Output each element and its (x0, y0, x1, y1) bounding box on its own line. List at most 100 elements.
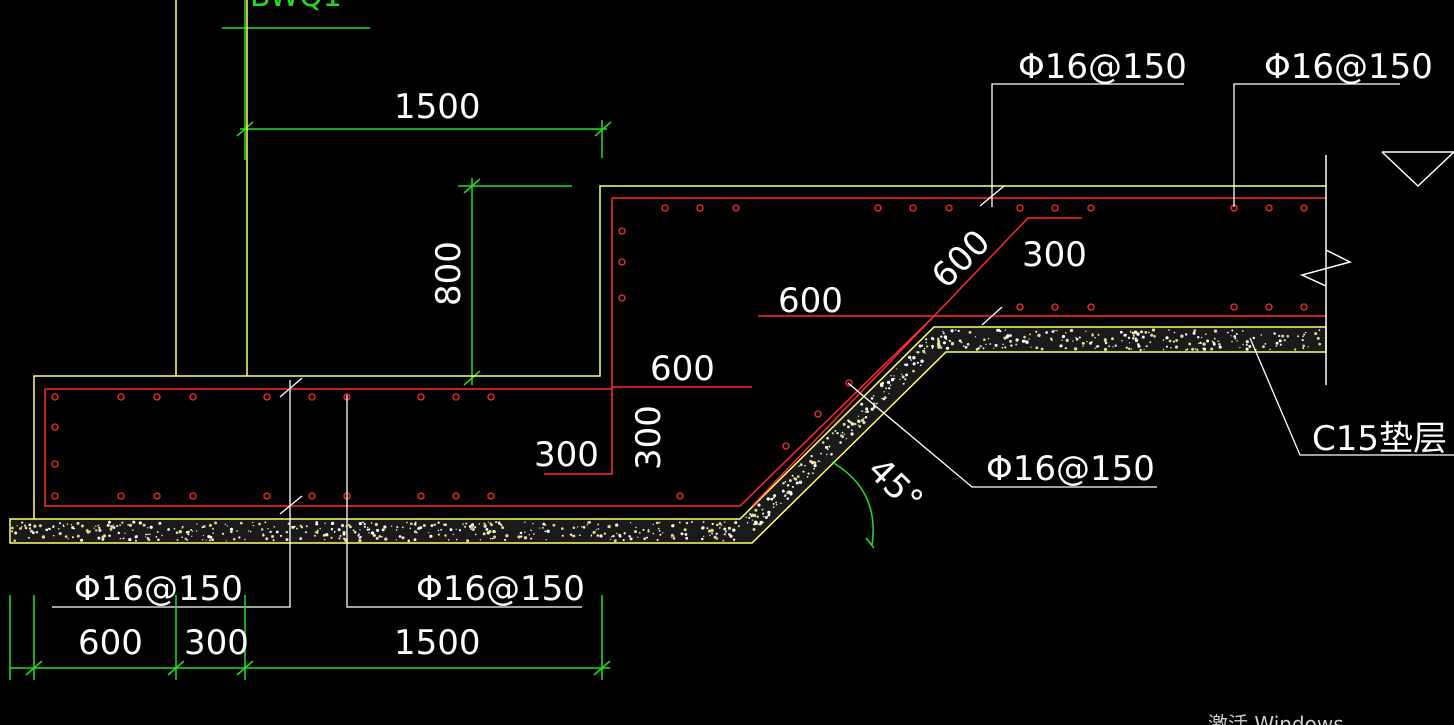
cushion-speck (359, 529, 361, 531)
cushion-speck (571, 534, 574, 537)
cushion-speck (974, 336, 977, 338)
cushion-speck (865, 407, 869, 411)
cushion-speck (919, 364, 922, 367)
cushion-speck (826, 448, 829, 451)
cushion-speck (950, 342, 955, 346)
cushion-speck (35, 530, 39, 534)
cushion-speck (1264, 343, 1267, 345)
cushion-speck (875, 402, 878, 405)
cushion-speck (458, 529, 462, 532)
cushion-speck (678, 521, 681, 524)
cushion-speck (945, 346, 950, 350)
cushion-speck (1196, 348, 1199, 351)
cushion-speck (754, 508, 758, 512)
cushion-speck (762, 521, 765, 523)
cushion-speck (379, 535, 382, 538)
cushion-speck (25, 527, 28, 530)
cushion-speck (348, 525, 352, 529)
cushion-speck (1025, 340, 1029, 344)
cushion-speck (98, 526, 101, 529)
cushion-speck (1252, 336, 1256, 340)
cushion-speck (229, 530, 233, 534)
cushion-speck (1185, 333, 1188, 336)
cushion-speck (628, 535, 631, 538)
cushion-speck (719, 527, 721, 529)
cushion-speck (899, 378, 901, 381)
cushion-speck (893, 375, 895, 377)
cushion-speck (132, 529, 134, 532)
cushion-speck (754, 522, 758, 525)
cushion-speck (890, 378, 895, 382)
cushion-speck (299, 524, 302, 527)
cushion-speck (964, 346, 968, 349)
cushion-speck (957, 329, 960, 333)
cushion-speck (950, 329, 954, 333)
cushion-speck (857, 424, 860, 427)
cushion-speck (80, 538, 84, 542)
cushion-speck (945, 338, 948, 340)
cushion-speck (93, 527, 95, 529)
cushion-speck (1059, 344, 1063, 348)
cushion-speck (786, 497, 790, 500)
cushion-speck (958, 339, 962, 343)
cushion-speck (191, 530, 194, 532)
cushion-speck (1185, 349, 1187, 351)
cushion-speck (1114, 344, 1117, 347)
cushion-speck (195, 530, 198, 532)
cushion-speck (942, 341, 946, 345)
cushion-speck (569, 533, 573, 536)
cushion-speck (610, 536, 613, 538)
cushion-speck (23, 524, 27, 527)
cushion-speck (599, 534, 603, 538)
cushion-speck (1174, 345, 1179, 349)
rebar-dot (417, 492, 425, 500)
cushion-speck (347, 523, 351, 527)
cushion-speck (482, 532, 486, 536)
cushion-speck (161, 534, 163, 537)
cushion-speck (942, 332, 945, 335)
cushion-speck (176, 539, 179, 541)
cushion-speck (590, 535, 593, 537)
rebar-dot (263, 393, 271, 401)
cushion-speck (128, 537, 132, 542)
cushion-speck (709, 534, 711, 537)
cushion-speck (1015, 343, 1018, 346)
cushion-speck (313, 534, 316, 537)
cushion-speck (612, 534, 615, 538)
cushion-speck (798, 465, 800, 467)
cushion-speck (1218, 345, 1222, 349)
cushion-speck (701, 526, 704, 530)
cushion-speck (142, 523, 146, 527)
cushion-speck (796, 475, 800, 478)
cushion-speck (658, 521, 661, 524)
cushion-speck (782, 481, 785, 485)
cushion-speck (706, 527, 709, 530)
cushion-speck (839, 441, 842, 444)
cushion-speck (872, 395, 875, 397)
cushion-speck (107, 520, 111, 524)
cushion-speck (1275, 341, 1279, 345)
rebar-dot (1051, 204, 1059, 212)
cushion-speck (752, 528, 756, 531)
cushion-speck (1081, 341, 1085, 345)
cushion-speck (330, 536, 333, 540)
cushion-speck (680, 532, 684, 536)
cushion-speck (576, 526, 579, 528)
cushion-speck (252, 524, 255, 527)
cushion-speck (1009, 334, 1012, 337)
rebar-dot (814, 410, 822, 418)
cushion-speck (821, 441, 825, 444)
dim-600-bottom: 600 (78, 623, 143, 663)
cushion-speck (806, 476, 809, 478)
cushion-speck (499, 523, 503, 527)
cushion-speck (1202, 342, 1206, 346)
cushion-speck (447, 539, 450, 541)
cushion-speck (184, 537, 187, 540)
cushion-speck (546, 529, 550, 533)
cushion-speck (181, 536, 183, 538)
cushion-speck (530, 537, 533, 540)
cushion-speck (811, 462, 814, 465)
cushion-speck (931, 347, 934, 349)
cushion-speck (409, 527, 412, 530)
